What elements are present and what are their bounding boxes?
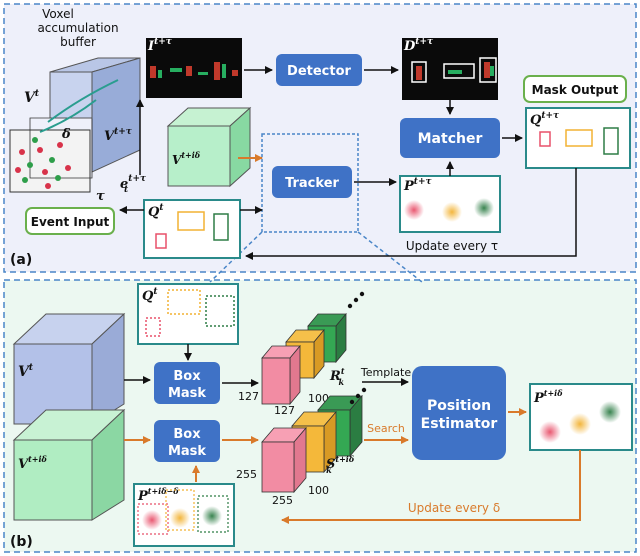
event-frame-i-noise	[150, 62, 238, 80]
tracker-label: Tracker	[285, 176, 339, 191]
qt-top-mask-green	[213, 213, 229, 241]
event-input-box	[25, 207, 115, 235]
voxel-green-cube	[166, 106, 252, 188]
p-top-blob-yellow	[442, 202, 462, 222]
detector-box	[276, 54, 362, 86]
ellipsis-s	[349, 387, 367, 405]
box-mask-template-line1: Box	[173, 369, 201, 384]
p-out-blob-yellow	[569, 413, 591, 435]
mask-output-box	[523, 75, 627, 103]
feature-stack-r	[261, 312, 347, 406]
image-i-label: It+τ	[147, 37, 173, 54]
loop-update-delta	[281, 450, 581, 524]
update-delta-label: Update every δ	[408, 501, 500, 515]
qt-bottom-mask-green	[205, 295, 235, 327]
loop-update-tau	[245, 168, 577, 260]
qt-bottom-label: Qt	[142, 287, 158, 304]
feature-stack-s	[261, 394, 363, 494]
voxel-label-line2: accumulation	[37, 21, 118, 35]
p-in-label: Pt+iδ−δ	[137, 486, 179, 504]
matcher-label: Matcher	[418, 131, 483, 147]
p-top-blob-red	[404, 200, 424, 220]
mask-output-label: Mask Output	[532, 83, 619, 97]
dim-100-s: 100	[308, 484, 329, 497]
qt-top-mask-yellow	[177, 211, 205, 231]
output-q-mask-red	[539, 131, 551, 147]
tracker-zone	[261, 133, 359, 233]
p-in-blob-red	[142, 510, 162, 530]
template-label: Template	[360, 366, 411, 379]
big-green-cube-label: Vt+iδ	[18, 454, 48, 472]
dim-127-bottom: 127	[274, 404, 295, 417]
output-q-mask-green	[603, 127, 619, 155]
voxel-label-line3: buffer	[60, 35, 96, 49]
dim-100-r: 100	[308, 392, 329, 405]
detector-label: Detector	[287, 64, 351, 79]
p-out-label: Pt+iδ	[533, 388, 563, 406]
image-d-label: Dt+τ	[403, 37, 434, 54]
tau-label: τ	[96, 189, 105, 204]
position-estimator-line1: Position	[427, 398, 491, 414]
dim-255-bottom: 255	[272, 494, 293, 507]
p-in-mask-red	[137, 503, 169, 535]
box-mask-search	[154, 420, 220, 462]
event-frame-i	[146, 38, 242, 98]
update-tau-label: Update every τ	[406, 239, 498, 253]
p-in-blob-yellow	[170, 508, 190, 528]
p-in-mask-green	[197, 495, 229, 533]
box-mask-search-line2: Mask	[168, 444, 206, 459]
matcher-box	[400, 118, 500, 158]
dim-255-side: 255	[236, 468, 257, 481]
p-top-blob-green	[474, 198, 494, 218]
p-in-blob-green	[202, 506, 222, 526]
panel-a-label: (a)	[10, 252, 32, 268]
p-in-mask-yellow	[165, 489, 195, 531]
output-q-label: Qt+τ	[530, 111, 560, 128]
qt-top-label: Qt	[148, 203, 164, 220]
big-green-cube	[12, 408, 126, 521]
voxel-vt-tau-label: Vt+τ	[104, 127, 133, 144]
tracker-box	[272, 166, 352, 198]
position-estimator-box	[412, 366, 506, 460]
box-mask-search-line1: Box	[173, 427, 201, 442]
output-q-mask-yellow	[565, 129, 593, 147]
box-mask-template	[154, 362, 220, 404]
delta-label: δ	[61, 127, 71, 142]
panel-b-label: (b)	[10, 534, 33, 550]
detection-frame-noise	[411, 57, 497, 83]
voxel-vt-label: Vt	[24, 89, 40, 106]
voxel-green-label: Vt+iδ	[172, 150, 201, 167]
box-mask-template-line2: Mask	[168, 386, 206, 401]
search-label: Search	[367, 422, 405, 435]
qt-top-mask-red	[155, 233, 167, 249]
event-input-label: Event Input	[31, 215, 110, 229]
dim-127-side: 127	[238, 390, 259, 403]
p-top-label: Pt+τ	[403, 177, 432, 194]
voxel-label-line1: Voxel	[42, 7, 74, 21]
ellipsis-r	[347, 291, 365, 309]
voxel-buffer-cube	[9, 57, 141, 193]
p-out-blob-red	[539, 421, 561, 443]
qt-bottom-mask-yellow	[167, 289, 201, 315]
big-blue-cube-label: Vt	[18, 363, 34, 380]
output-q-box	[525, 107, 631, 169]
position-estimator-line2: Estimator	[421, 416, 498, 432]
p-out-blob-green	[599, 401, 621, 423]
